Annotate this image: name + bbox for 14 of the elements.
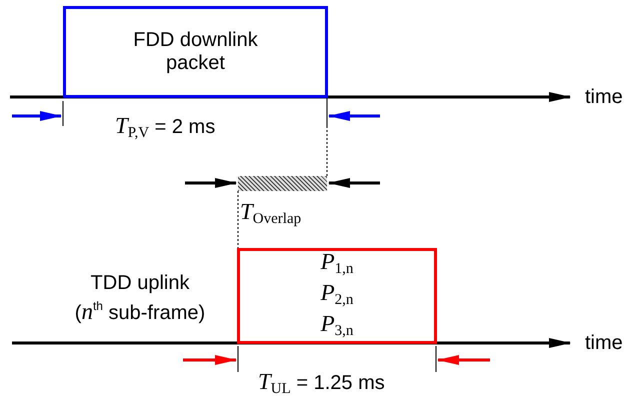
power-label: P$_{3,n}$ — [320, 312, 354, 340]
dotted-connector — [326, 98, 328, 176]
duration-label: T$_{P,V}$ = 2 ms — [115, 114, 216, 143]
power-label: P$_{2,n}$ — [320, 280, 354, 310]
axis-label: time — [585, 332, 623, 355]
duration-label: T$_{Overlap}$ — [240, 200, 302, 229]
packet-box — [63, 6, 328, 98]
node-label: TDD uplink (n$^{th}$ sub-frame) — [74, 272, 206, 325]
subframe-box — [237, 248, 437, 344]
box-text: FDD downlink packet — [132, 29, 259, 75]
overlap-bar — [238, 176, 327, 191]
axis-label: time — [585, 86, 623, 109]
power-label: P$_{1,n}$ — [320, 250, 354, 278]
duration-label: T$_{UL}$ = 1.25 ms — [258, 370, 385, 399]
